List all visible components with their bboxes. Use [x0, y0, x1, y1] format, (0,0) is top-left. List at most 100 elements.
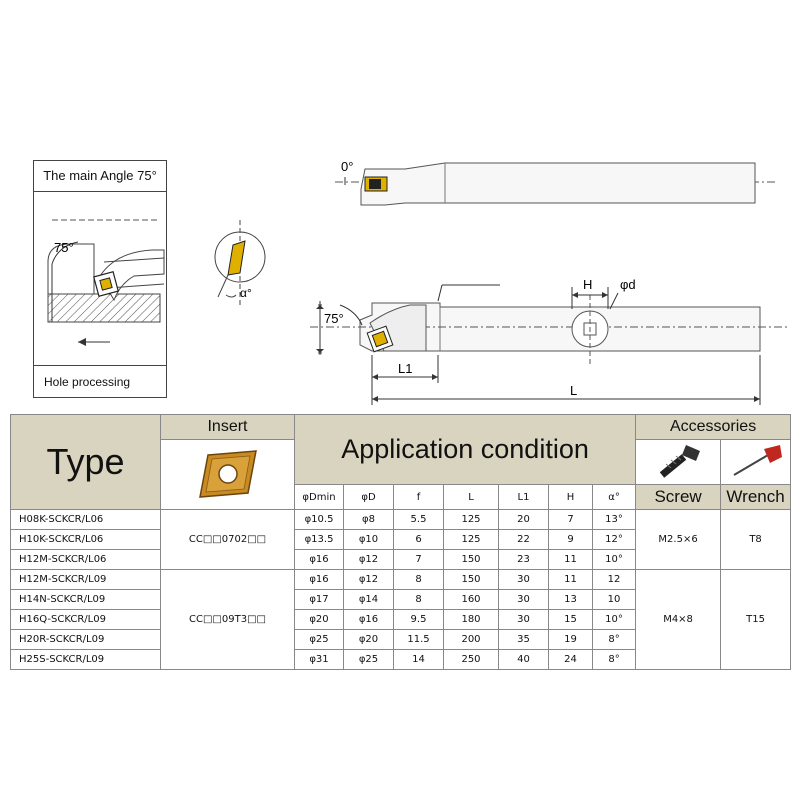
f-cell: 5.5 [393, 509, 444, 530]
wrench-cell: T15 [720, 569, 792, 670]
L1-label: L1 [398, 361, 412, 376]
H-cell: 7 [548, 509, 593, 530]
tool-shank-top [360, 162, 756, 206]
alpha-label: α° [240, 286, 252, 300]
L-cell: 250 [443, 649, 499, 670]
screw-header: Screw [635, 484, 722, 510]
model-cell: H25S-SCKCR/L09 [10, 649, 161, 670]
H-cell: 19 [548, 629, 593, 650]
screw-icon [659, 444, 701, 478]
d-cell: φ14 [343, 589, 394, 610]
f-cell: 8 [393, 589, 444, 610]
alpha-cell: 10° [591, 549, 637, 570]
tool-top-view: 0° [335, 159, 775, 206]
table-row: H08K-SCKCR/L06 CC□□0702□□ φ10.5 φ8 5.5 1… [10, 509, 792, 570]
screw-image-cell [635, 439, 722, 485]
f-cell: 7 [393, 549, 444, 570]
insert-header: Insert [160, 414, 295, 440]
col-L: L [443, 484, 499, 510]
col-d: φD [343, 484, 394, 510]
col-dmin: φDmin [294, 484, 344, 510]
wrench-icon [733, 444, 782, 476]
table-row: H12M-SCKCR/L09 CC□□09T3□□ φ16 φ12 8 150 … [10, 569, 792, 670]
d-cell: φ20 [343, 629, 394, 650]
workpiece-hatch [47, 293, 161, 323]
col-alpha: α° [591, 484, 637, 510]
insert-code-cell: CC□□0702□□ [160, 509, 295, 570]
d-cell: φ10 [343, 529, 394, 550]
table-row: H25S-SCKCR/L09 φ31 φ25 14 250 40 24 8° [10, 649, 791, 670]
model-cell: H14N-SCKCR/L09 [10, 589, 161, 610]
H-label: H [583, 277, 592, 292]
H-cell: 11 [548, 569, 593, 590]
L1-cell: 35 [498, 629, 549, 650]
angle-arc [51, 241, 79, 265]
dmin-cell: φ13.5 [294, 529, 344, 550]
phi-d-label: φd [620, 277, 636, 292]
f-cell: 11.5 [393, 629, 444, 650]
f-cell: 14 [393, 649, 444, 670]
H-cell: 11 [548, 549, 593, 570]
alpha-cell: 8° [591, 649, 637, 670]
alpha-cell: 10° [591, 609, 637, 630]
dmin-cell: φ20 [294, 609, 344, 630]
L-cell: 180 [443, 609, 499, 630]
dmin-cell: φ10.5 [294, 509, 344, 530]
f-cell: 8 [393, 569, 444, 590]
wrench-cell: T8 [720, 509, 792, 570]
L-label: L [570, 383, 577, 398]
screw-cell: M2.5×6 [635, 509, 722, 570]
model-cell: H20R-SCKCR/L09 [10, 629, 161, 650]
insert-code-cell: CC□□09T3□□ [160, 569, 295, 670]
screw-cell: M4×8 [635, 569, 722, 670]
model-cell: H12M-SCKCR/L06 [10, 549, 161, 570]
alpha-cell: 12° [591, 529, 637, 550]
d-cell: φ12 [343, 549, 394, 570]
col-H: H [548, 484, 593, 510]
accessories-header: Accessories [635, 414, 792, 440]
model-cell: H10K-SCKCR/L06 [10, 529, 161, 550]
hole-processing-illustration: 75° [47, 219, 165, 346]
zero-angle-label: 0° [341, 159, 353, 174]
table-row: H16Q-SCKCR/L09 φ20 φ16 9.5 180 30 15 10° [10, 609, 791, 630]
insert-image-cell [160, 439, 295, 510]
wrench-image-cell [720, 439, 792, 485]
dmin-cell: φ16 [294, 549, 344, 570]
model-cell: H16Q-SCKCR/L09 [10, 609, 161, 630]
dmin-cell: φ31 [294, 649, 344, 670]
L-cell: 150 [443, 549, 499, 570]
angle-75-box-label: 75° [54, 240, 74, 255]
H-cell: 9 [548, 529, 593, 550]
d-cell: φ12 [343, 569, 394, 590]
tool-shank [359, 302, 761, 352]
bore-wall [47, 243, 95, 295]
L-cell: 150 [443, 569, 499, 590]
model-cell: H08K-SCKCR/L06 [10, 509, 161, 530]
application-condition-header: Application condition [293, 414, 637, 485]
f-cell: 6 [393, 529, 444, 550]
L1-cell: 22 [498, 529, 549, 550]
tool-main-view: 75° H φd L1 L [310, 277, 790, 405]
alpha-cell: 13° [591, 509, 637, 530]
H-cell: 13 [548, 589, 593, 610]
angle-75-side-label: 75° [324, 311, 344, 326]
table-row: H14N-SCKCR/L09 φ17 φ14 8 160 30 13 10 [10, 589, 791, 610]
L-cell: 125 [443, 529, 499, 550]
insert-icon [227, 240, 246, 276]
dmin-cell: φ16 [294, 569, 344, 590]
main-angle-title: The main Angle 75° [34, 161, 166, 192]
L1-cell: 40 [498, 649, 549, 670]
alpha-cell: 10 [591, 589, 637, 610]
table-row: H10K-SCKCR/L06 φ13.5 φ10 6 125 22 9 12° [10, 529, 791, 550]
hole-processing-label: Hole processing [34, 365, 166, 397]
d-cell: φ8 [343, 509, 394, 530]
L1-cell: 30 [498, 609, 549, 630]
H-cell: 15 [548, 609, 593, 630]
spec-table: Type Insert Application condition Access… [10, 414, 792, 670]
wrench-header: Wrench [720, 484, 792, 510]
d-cell: φ16 [343, 609, 394, 630]
col-f: f [393, 484, 444, 510]
alpha-angle-detail: α° [214, 220, 266, 305]
table-row: H12M-SCKCR/L06 φ16 φ12 7 150 23 11 10° [10, 549, 791, 570]
alpha-cell: 12 [591, 569, 637, 590]
